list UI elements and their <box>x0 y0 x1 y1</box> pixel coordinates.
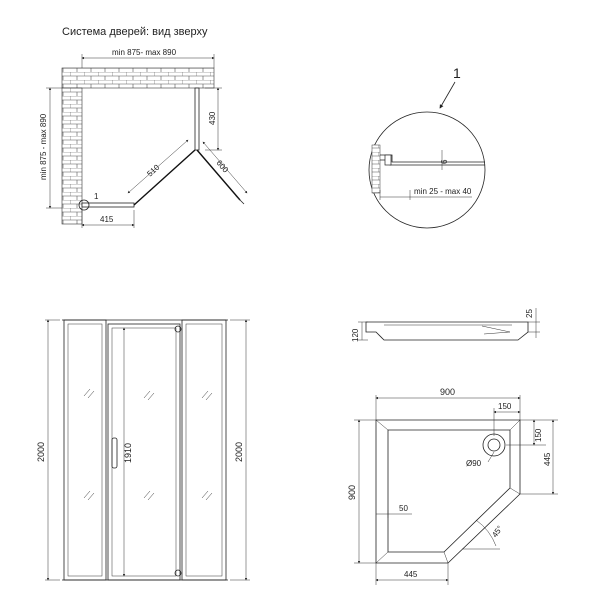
callout-circle <box>78 199 90 211</box>
tray-width-label: 900 <box>440 387 455 397</box>
glass-reflections <box>83 388 213 501</box>
edge-label: 50 <box>399 504 408 513</box>
drain-outer <box>482 433 506 457</box>
side-length-label: 445 <box>543 452 552 466</box>
detail-callout-number: 1 <box>453 65 461 81</box>
front-panel <box>81 202 135 208</box>
door-leaf-right <box>196 149 241 201</box>
drain-offset-y-label: 150 <box>534 428 543 442</box>
detail-gap-label: 6 <box>440 159 449 164</box>
tray-outline <box>375 419 521 564</box>
tray-side-view: 120 25 <box>351 308 540 342</box>
door-left-label: 510 <box>145 162 161 178</box>
tray-depth-label: 900 <box>347 485 357 500</box>
height-left-label: 2000 <box>36 442 46 462</box>
drawing-title: Система дверей: вид зверху <box>62 26 208 38</box>
profile-wall <box>371 144 381 194</box>
wall-left <box>61 87 83 225</box>
angle-label: 45° <box>490 524 504 539</box>
detail-circle <box>368 111 486 229</box>
front-door-panel <box>107 323 181 581</box>
drain-label: Ø90 <box>466 459 482 468</box>
wall-top <box>61 67 215 89</box>
door-handle <box>111 437 118 469</box>
tray-height-label: 120 <box>351 328 360 342</box>
tray-inner <box>387 429 511 553</box>
front-right-panel <box>181 319 227 581</box>
top-view-diagram: min 875- max 890 min 875 - max 890 430 5… <box>39 48 248 228</box>
base-label: 415 <box>100 215 114 224</box>
front-view: 2000 2000 1910 <box>36 319 250 581</box>
callout-1-label: 1 <box>94 192 99 201</box>
wall-depth-label: min 875 - max 890 <box>39 113 48 180</box>
drain-offset-x-label: 150 <box>498 402 512 411</box>
detail-view: 1 6 min 25 - max 40 <box>368 65 486 229</box>
door-leaf-left <box>133 149 196 206</box>
side-panel <box>194 87 200 151</box>
tray-top-view: 900 Ø90 150 150 445 900 <box>347 387 558 585</box>
wall-width-label: min 875- max 890 <box>112 48 177 57</box>
drain-inner <box>487 438 501 452</box>
base-length-label: 445 <box>404 570 418 579</box>
height-right-label: 2000 <box>234 442 244 462</box>
detail-range-label: min 25 - max 40 <box>414 187 472 196</box>
front-left-panel <box>63 319 107 581</box>
tray-rim-label: 25 <box>525 309 534 318</box>
side-panel-label: 430 <box>208 111 217 125</box>
door-height-label: 1910 <box>123 443 133 463</box>
